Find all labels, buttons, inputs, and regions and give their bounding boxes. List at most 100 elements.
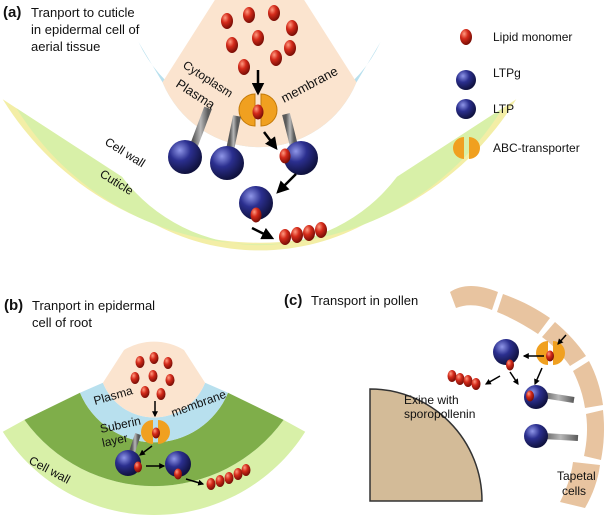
tapetal-cell — [584, 410, 605, 460]
lipid-monomer — [471, 378, 481, 390]
tapetal-cell — [560, 462, 600, 508]
ltpg-ball — [210, 146, 244, 180]
abc-transporter-a — [238, 93, 278, 127]
panel-c-letter: (c) — [284, 292, 302, 309]
lipid-monomer — [252, 30, 264, 46]
lipid-monomer — [215, 475, 225, 487]
tapetal-cell — [450, 286, 498, 310]
abc-transporter-half — [158, 420, 170, 444]
abc-transporter-half — [553, 341, 565, 365]
ltpg-stem — [542, 392, 575, 403]
abc-transporter-half — [536, 341, 548, 365]
panel-b-title-line1: Tranport in epidermal — [32, 298, 155, 313]
lipid-monomer — [270, 50, 282, 66]
legend-ltp-label: LTP — [493, 102, 514, 116]
lipid-monomer — [546, 350, 554, 362]
ltp-ball — [165, 451, 191, 477]
lipid-monomer — [130, 372, 140, 384]
lipid-monomer — [174, 468, 182, 480]
arrow — [139, 445, 153, 456]
legend-lipid-label: Lipid monomer — [493, 30, 572, 44]
arrow — [263, 131, 278, 150]
lipid-monomer — [303, 225, 315, 241]
tapetal-cell — [497, 294, 550, 334]
lipid-monomer — [291, 227, 303, 243]
lipid-monomer — [526, 390, 534, 402]
tapetal-cell — [573, 361, 603, 408]
lipid-monomer — [463, 375, 473, 387]
lipid-monomer — [252, 104, 264, 120]
lipid-chain-b — [206, 464, 251, 490]
abc-transporter-half — [141, 420, 153, 444]
exine-wall — [369, 388, 483, 502]
abc-transporter-half — [260, 93, 278, 127]
suberin-layer — [24, 392, 284, 487]
root-cell-wall-layer — [2, 419, 306, 515]
panel-b-title-line2: cell of root — [32, 315, 92, 330]
legend-abc-label: ABC-transporter — [493, 141, 580, 155]
lipid-monomer — [315, 222, 327, 238]
ltpg-group-a — [168, 106, 318, 180]
ltpg-stem — [542, 433, 579, 441]
lipid-monomer — [250, 207, 262, 223]
legend-ltpg-swatch — [456, 70, 476, 90]
arrow — [557, 334, 567, 345]
lipid-monomer — [279, 148, 291, 164]
lipid-monomer — [506, 359, 514, 371]
exine-label-line2: sporopollenin — [404, 407, 475, 421]
ltpg-stem — [226, 115, 241, 151]
lipid-monomer — [284, 40, 296, 56]
ltpg-stem — [282, 113, 298, 147]
lipid-monomer — [241, 464, 251, 476]
legend: Lipid monomer LTPg LTP ABC-transporter — [453, 29, 580, 159]
ltpg-stem — [129, 433, 141, 453]
panel-a-title-line2: in epidermal cell of — [31, 22, 140, 37]
lipid-monomer — [455, 373, 465, 385]
arrow — [251, 226, 275, 240]
lipid-monomer — [148, 370, 158, 382]
lipid-cluster-b — [130, 352, 175, 400]
lipid-monomer — [286, 20, 298, 36]
tapetal-cells — [450, 286, 605, 508]
panel-a: (a) Tranport to cuticle in epidermal cel… — [2, 0, 517, 251]
lipid-chain-a — [279, 222, 327, 245]
lipid-monomer — [243, 7, 255, 23]
lipid-monomer — [226, 37, 238, 53]
root-plasma-membrane-layer — [80, 382, 228, 443]
ltp-ball — [239, 186, 273, 220]
ltpg-stem — [189, 106, 212, 150]
cell-wall-layer — [16, 108, 503, 246]
arrow — [509, 371, 519, 385]
panel-b: (b) Tranport in epidermal cell of root P… — [2, 297, 306, 515]
legend-abc-swatch — [453, 137, 464, 159]
lipid-monomer — [163, 357, 173, 369]
lipid-monomer — [233, 468, 243, 480]
lipid-monomer — [279, 229, 291, 245]
suberin-label-line2: layer — [101, 431, 129, 450]
legend-ltp-swatch — [456, 99, 476, 119]
tapetal-label-line1: Tapetal — [557, 469, 596, 483]
lipid-monomer — [221, 13, 233, 29]
tapetal-cell — [542, 322, 586, 366]
lipid-monomer — [135, 356, 145, 368]
arrow — [276, 173, 297, 194]
lipid-monomer — [238, 59, 250, 75]
panel-a-title-line3: aerial tissue — [31, 39, 100, 54]
panel-b-letter: (b) — [4, 297, 23, 314]
ltpg-ball — [524, 424, 548, 448]
arrow — [484, 375, 501, 385]
lipid-monomer — [447, 370, 457, 382]
arrow — [534, 367, 543, 386]
lipid-chain-c — [447, 370, 481, 390]
lipid-monomer — [140, 386, 150, 398]
abc-transporter-half — [238, 93, 256, 127]
panel-a-letter: (a) — [3, 4, 21, 21]
lipid-monomer — [206, 478, 216, 490]
arrow — [185, 478, 205, 486]
lipid-monomer — [268, 5, 280, 21]
ltp-ball — [493, 339, 519, 365]
ltpg-ball — [284, 141, 318, 175]
lipid-monomer — [149, 352, 159, 364]
legend-abc-swatch — [469, 137, 480, 159]
